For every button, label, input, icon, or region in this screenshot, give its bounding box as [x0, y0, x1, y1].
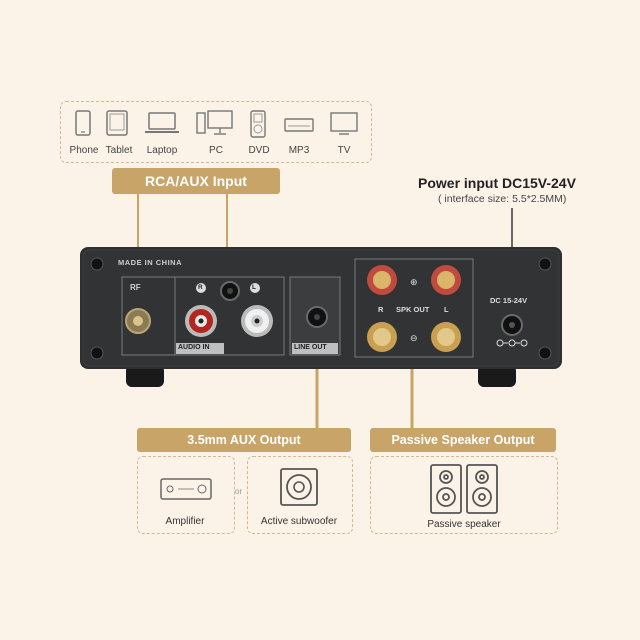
line-out-label: LINE OUT — [294, 344, 327, 351]
speaker-output-banner: Passive Speaker Output — [370, 428, 556, 452]
passive-speaker-box — [370, 456, 558, 534]
rf-label: RF — [130, 283, 141, 292]
subwoofer-icon — [280, 468, 318, 506]
audio-l-label: L — [252, 284, 256, 291]
amplifier-label: Amplifier — [165, 516, 205, 527]
dc-voltage-label: DC 15-24V — [490, 296, 528, 305]
amplifier-box — [137, 456, 235, 534]
dc-polarity-icon — [496, 339, 528, 347]
dvd-icon — [250, 110, 266, 138]
tablet-icon — [106, 110, 128, 136]
or-label: or — [235, 487, 243, 496]
mp3-icon — [284, 118, 314, 132]
power-input-subtitle: ( interface size: 5.5*2.5MM) — [438, 193, 567, 205]
audio-r-label: R — [198, 284, 203, 291]
phone-icon — [75, 110, 91, 136]
spk-l-label: L — [444, 305, 449, 314]
source-devices-box — [60, 101, 372, 163]
subwoofer-box — [247, 456, 353, 534]
spk-minus-label: ⊖ — [410, 333, 418, 343]
spk-plus-label: ⊕ — [410, 277, 418, 287]
laptop-icon — [145, 112, 179, 133]
device-label-laptop: Laptop — [146, 145, 178, 156]
pc-icon — [196, 110, 233, 135]
device-label-phone: Phone — [69, 145, 99, 156]
device-label-mp3: MP3 — [288, 145, 310, 156]
tv-icon — [330, 112, 358, 135]
amplifier-back-panel — [80, 247, 562, 387]
spk-r-label: R — [378, 305, 384, 314]
device-label-dvd: DVD — [248, 145, 270, 156]
passive-speaker-icon — [430, 464, 498, 514]
rca-aux-input-banner: RCA/AUX Input — [112, 168, 280, 194]
power-input-title: Power input DC15V-24V — [418, 175, 576, 191]
device-label-tablet: Tablet — [105, 145, 133, 156]
made-in-china-label: MADE IN CHINA — [118, 258, 182, 267]
subwoofer-label: Active subwoofer — [260, 516, 338, 527]
device-label-tv: TV — [337, 145, 351, 156]
aux-output-banner: 3.5mm AUX Output — [137, 428, 351, 452]
audio-in-label: AUDIO IN — [178, 344, 210, 351]
amplifier-icon — [160, 478, 212, 500]
device-label-pc: PC — [209, 145, 223, 156]
spk-out-label: SPK OUT — [396, 305, 430, 314]
passive-speaker-label: Passive speaker — [427, 519, 501, 530]
